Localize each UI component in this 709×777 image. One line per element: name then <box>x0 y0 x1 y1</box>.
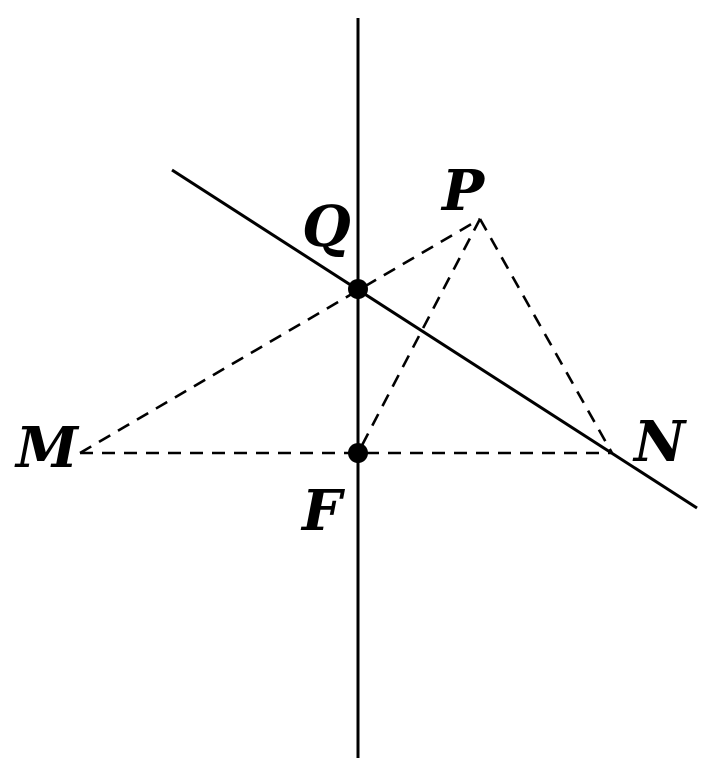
label-m: M <box>14 415 80 481</box>
label-q: Q <box>302 194 351 260</box>
label-p: P <box>440 158 486 224</box>
segment-m-p <box>79 217 481 455</box>
segment-p-n <box>478 218 614 454</box>
segment-p-f <box>356 218 482 454</box>
label-f: F <box>300 478 346 544</box>
point-q <box>348 279 368 299</box>
label-n: N <box>632 409 687 475</box>
point-f <box>348 443 368 463</box>
slanted-line <box>171 168 698 510</box>
